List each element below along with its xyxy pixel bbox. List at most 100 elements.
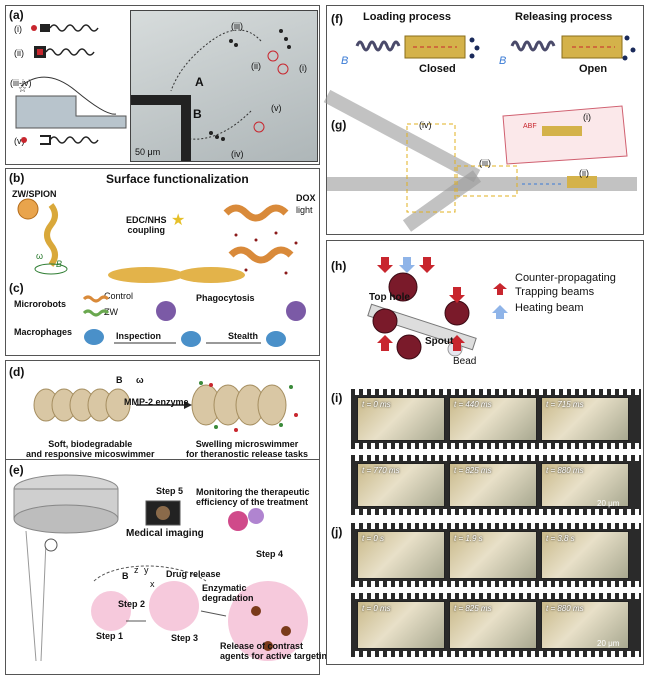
channel-corner bbox=[131, 95, 191, 161]
micro-label-v: (v) bbox=[271, 103, 282, 113]
frame-i-6-time: t = 880 ms bbox=[546, 466, 584, 475]
frame-j-1: t = 0 s bbox=[357, 531, 445, 579]
omega-b: ω bbox=[36, 251, 44, 261]
frame-i-1-time: t = 0 ms bbox=[362, 400, 391, 409]
control-label: Control bbox=[104, 291, 134, 301]
frame-i-4-time: t = 770 ms bbox=[362, 466, 400, 475]
panel-j-label: (j) bbox=[331, 525, 343, 539]
svg-text:★: ★ bbox=[171, 212, 185, 229]
frame-j-6: t = 880 ms bbox=[541, 601, 629, 649]
enzymatic-label: Enzymatic degradation bbox=[202, 583, 254, 603]
field-f-left: B bbox=[341, 55, 349, 67]
frame-j-4-time: t = 0 ms bbox=[362, 604, 391, 613]
spout-label: Spout bbox=[425, 336, 454, 347]
stealth-label: Stealth bbox=[228, 331, 259, 341]
field-f-right: B bbox=[499, 55, 507, 67]
panel-de: (d) B ω MMP-2 enzyme Soft, biodegradable… bbox=[5, 360, 333, 675]
mmp2-label: MMP-2 enzyme bbox=[124, 397, 189, 407]
zw-label: ZW bbox=[104, 307, 118, 317]
micro-label-i: (i) bbox=[299, 63, 307, 73]
frame-j-2: t = 1.9 s bbox=[449, 531, 537, 579]
loading-title: Loading process bbox=[363, 11, 452, 23]
swelling-swimmer-label: Swelling microswimmer for theranostic re… bbox=[186, 439, 309, 459]
panel-c-schematic bbox=[82, 295, 306, 347]
imaging-label: Medical imaging bbox=[126, 528, 204, 539]
legend-line3: Heating beam bbox=[515, 302, 584, 314]
scale-bar-i: 20 μm bbox=[597, 499, 620, 508]
frame-j-1-time: t = 0 s bbox=[362, 534, 385, 543]
panel-b-label: (b) bbox=[9, 171, 25, 185]
microrobots-label: Microrobots bbox=[14, 299, 67, 309]
omega-d-label: ω bbox=[136, 375, 144, 385]
g-iii-label: (iii) bbox=[479, 158, 491, 168]
frame-i-4: t = 770 ms bbox=[357, 463, 445, 507]
monitor-label: Monitoring the therapeutic efficiency of… bbox=[196, 487, 310, 507]
frame-j-2-time: t = 1.9 s bbox=[454, 534, 483, 543]
field-b-label: B bbox=[56, 259, 63, 269]
panel-a-schematics: ☆ bbox=[15, 24, 127, 145]
panel-f-label: (f) bbox=[331, 12, 343, 26]
micro-label-iv: (iv) bbox=[231, 149, 244, 159]
region-a-label: A bbox=[195, 75, 204, 89]
g-i-label: (i) bbox=[583, 112, 591, 122]
panel-a: (a) (i) (ii) (iii-iv) (v) ☆ (iii) (ii) (… bbox=[5, 5, 320, 165]
panel-b-schematic: ★ bbox=[17, 198, 298, 283]
micro-label-ii: (ii) bbox=[251, 61, 261, 71]
axis-y: y bbox=[144, 565, 149, 575]
micro-label-iii: (iii) bbox=[231, 21, 243, 31]
frame-i-6: t = 880 ms bbox=[541, 463, 629, 507]
light-label: light bbox=[296, 205, 313, 215]
axis-z: z bbox=[134, 565, 139, 575]
micrograph-paths bbox=[170, 29, 291, 141]
top-hole-label: Top hole bbox=[369, 292, 410, 303]
frame-i-5: t = 825 ms bbox=[449, 463, 537, 507]
dox-label: DOX bbox=[296, 193, 316, 203]
field-d-label: B bbox=[116, 375, 123, 385]
abf-label: ABF bbox=[523, 123, 537, 130]
panel-d-schematic bbox=[33, 381, 298, 432]
panel-e-label: (e) bbox=[9, 463, 24, 477]
inspection-label: Inspection bbox=[116, 331, 162, 341]
frame-j-6-time: t = 880 ms bbox=[546, 604, 584, 613]
frame-j-5-time: t = 825 ms bbox=[454, 604, 492, 613]
frame-i-2: t = 440 ms bbox=[449, 397, 537, 441]
legend-line2: Trapping beams bbox=[515, 286, 595, 298]
axis-b: B bbox=[122, 571, 129, 581]
g-iv-label: (iv) bbox=[419, 120, 432, 130]
releasing-title: Releasing process bbox=[515, 11, 613, 23]
phagocytosis-label: Phagocytosis bbox=[196, 293, 255, 303]
panel-fg: (f) Loading process Releasing process B … bbox=[323, 5, 644, 235]
panel-f-schematic bbox=[355, 35, 636, 61]
frame-i-2-time: t = 440 ms bbox=[454, 400, 492, 409]
zw-spion-label: ZW/SPION bbox=[12, 189, 57, 199]
panel-b-title: Surface functionalization bbox=[106, 172, 249, 186]
panel-g-schematic bbox=[323, 89, 637, 232]
axis-x: x bbox=[150, 579, 155, 589]
bead-label: Bead bbox=[453, 356, 477, 367]
drug-release-label: Drug release bbox=[166, 569, 221, 579]
step-iii-iv-label: (iii-iv) bbox=[10, 78, 32, 88]
panel-a-label: (a) bbox=[9, 8, 24, 22]
closed-label: Closed bbox=[419, 63, 456, 75]
step5-label: Step 5 bbox=[156, 486, 184, 496]
frame-i-5-time: t = 825 ms bbox=[454, 466, 492, 475]
frame-j-3: t = 3.8 s bbox=[541, 531, 629, 579]
release-agents-label: Release of contrast agents for active ta… bbox=[220, 641, 333, 661]
panel-h-schematic bbox=[367, 257, 508, 360]
macrophages-label: Macrophages bbox=[14, 327, 73, 337]
step2-label: Step 2 bbox=[118, 599, 146, 609]
step-ii-label: (ii) bbox=[14, 48, 24, 58]
frame-j-3-time: t = 3.8 s bbox=[546, 534, 575, 543]
edc-nhs-label: EDC/NHS coupling bbox=[126, 215, 167, 235]
scale-bar-j: 20 μm bbox=[597, 639, 620, 648]
step4-label: Step 4 bbox=[256, 549, 284, 559]
panel-e-schematic bbox=[13, 474, 308, 662]
panel-bc: (b) Surface functionalization ZW/SPION ★… bbox=[5, 168, 320, 356]
open-label: Open bbox=[579, 63, 608, 75]
step-v-label: (v) bbox=[14, 136, 25, 146]
frame-j-5: t = 825 ms bbox=[449, 601, 537, 649]
panel-hij: (h) Counter-propagating Trapping beams H… bbox=[326, 240, 644, 665]
panel-g-label: (g) bbox=[331, 118, 347, 132]
panel-c-label: (c) bbox=[9, 281, 24, 295]
frame-i-1: t = 0 ms bbox=[357, 397, 445, 441]
